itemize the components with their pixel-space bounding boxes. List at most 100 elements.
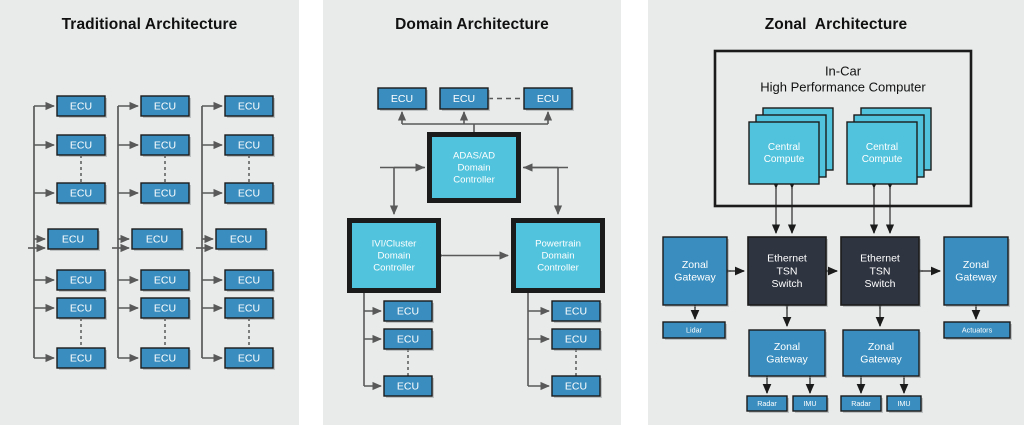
svg-text:TSN: TSN: [870, 265, 891, 277]
svg-text:ECU: ECU: [154, 274, 176, 286]
sensor-radar-right: Radar: [840, 395, 883, 413]
svg-text:Gateway: Gateway: [955, 272, 997, 284]
svg-text:ECU: ECU: [154, 352, 176, 364]
svg-text:Radar: Radar: [757, 399, 777, 408]
ecu-column-1: ECU ECU ECU ECU ECU ECU ECU: [28, 95, 107, 370]
svg-text:ECU: ECU: [70, 100, 92, 112]
svg-text:Zonal: Zonal: [963, 259, 989, 271]
ecu-node: ECU: [551, 375, 602, 398]
svg-text:IMU: IMU: [803, 399, 816, 408]
ecu-node: ECU: [56, 297, 107, 320]
ecu-node: ECU: [56, 134, 107, 157]
svg-text:Controller: Controller: [373, 262, 415, 273]
svg-text:ECU: ECU: [537, 93, 559, 105]
ivi-ecu-fan: [363, 293, 409, 391]
sensor-radar-left: Radar: [746, 395, 789, 413]
zonal-diagram: [690, 179, 981, 395]
svg-text:ECU: ECU: [397, 380, 419, 392]
svg-text:Ethernet: Ethernet: [860, 253, 900, 265]
svg-text:Gateway: Gateway: [860, 354, 902, 366]
ecu-node: ECU: [383, 375, 434, 398]
ecu-node: ECU: [224, 297, 275, 320]
ecu-node: ECU: [377, 87, 428, 111]
ecu-node: ECU: [224, 347, 275, 370]
ecu-node: ECU: [56, 95, 107, 118]
svg-text:Gateway: Gateway: [674, 272, 716, 284]
svg-text:Compute: Compute: [862, 154, 903, 165]
ecu-node: ECU: [140, 269, 191, 292]
ecu-node: ECU: [140, 297, 191, 320]
ecu-node: ECU: [140, 134, 191, 157]
panel-title-traditional: Traditional Architecture: [61, 16, 238, 33]
svg-text:ECU: ECU: [146, 233, 168, 245]
ecu-node: ECU: [140, 182, 191, 205]
svg-text:ECU: ECU: [238, 187, 260, 199]
ecu-node: ECU: [47, 228, 100, 251]
ecu-node: ECU: [523, 87, 574, 111]
svg-text:Zonal: Zonal: [682, 259, 708, 271]
svg-text:Switch: Switch: [865, 278, 896, 290]
svg-text:ECU: ECU: [238, 100, 260, 112]
ecu-node: ECU: [224, 95, 275, 118]
svg-text:TSN: TSN: [777, 265, 798, 277]
svg-text:ECU: ECU: [154, 187, 176, 199]
ecu-node: ECU: [215, 228, 268, 251]
svg-text:Switch: Switch: [772, 278, 803, 290]
svg-text:ECU: ECU: [70, 352, 92, 364]
svg-text:IVI/Cluster: IVI/Cluster: [372, 239, 418, 250]
hpc-title-line: In-Car: [825, 63, 862, 78]
hpc-title-line: High Performance Computer: [760, 79, 926, 94]
svg-text:ECU: ECU: [238, 139, 260, 151]
svg-text:Controller: Controller: [537, 262, 579, 273]
ecu-node: ECU: [551, 328, 602, 351]
ecu-column-2: ECU ECU ECU ECU ECU ECU ECU: [112, 95, 191, 370]
svg-text:Ethernet: Ethernet: [767, 253, 807, 265]
svg-text:ECU: ECU: [70, 302, 92, 314]
ecu-node: ECU: [383, 328, 434, 351]
ecu-node: ECU: [224, 134, 275, 157]
svg-text:ECU: ECU: [62, 233, 84, 245]
ecu-node: ECU: [56, 347, 107, 370]
svg-text:IMU: IMU: [897, 399, 910, 408]
svg-text:ECU: ECU: [565, 305, 587, 317]
panel-domain: Domain Architecture: [323, 0, 621, 425]
svg-text:Powertrain: Powertrain: [535, 239, 581, 250]
ecu-node: ECU: [140, 95, 191, 118]
svg-text:ECU: ECU: [565, 333, 587, 345]
panel-title-domain: Domain Architecture: [395, 16, 549, 33]
sensor-imu-left: IMU: [792, 395, 829, 413]
svg-text:ECU: ECU: [70, 274, 92, 286]
svg-text:ECU: ECU: [391, 93, 413, 105]
svg-text:Central: Central: [866, 142, 898, 153]
ecu-node: ECU: [140, 347, 191, 370]
panel-title-zonal: Zonal Architecture: [764, 16, 908, 33]
powertrain-ecu-fan: [527, 293, 577, 391]
ecu-node: ECU: [551, 300, 602, 323]
svg-text:Domain: Domain: [541, 251, 574, 262]
panel-zonal: Zonal Architecture: [648, 0, 1024, 425]
ecu-node: ECU: [56, 182, 107, 205]
sensor-imu-right: IMU: [886, 395, 923, 413]
svg-text:ECU: ECU: [230, 233, 252, 245]
svg-text:ECU: ECU: [238, 352, 260, 364]
svg-text:ECU: ECU: [453, 93, 475, 105]
svg-text:ECU: ECU: [70, 187, 92, 199]
svg-text:ADAS/AD: ADAS/AD: [453, 151, 495, 162]
ecu-node: ECU: [131, 228, 184, 251]
svg-text:Central: Central: [768, 142, 800, 153]
svg-text:ECU: ECU: [238, 302, 260, 314]
svg-text:Domain: Domain: [457, 163, 490, 174]
svg-text:ECU: ECU: [154, 302, 176, 314]
domain-diagram: [380, 97, 568, 260]
